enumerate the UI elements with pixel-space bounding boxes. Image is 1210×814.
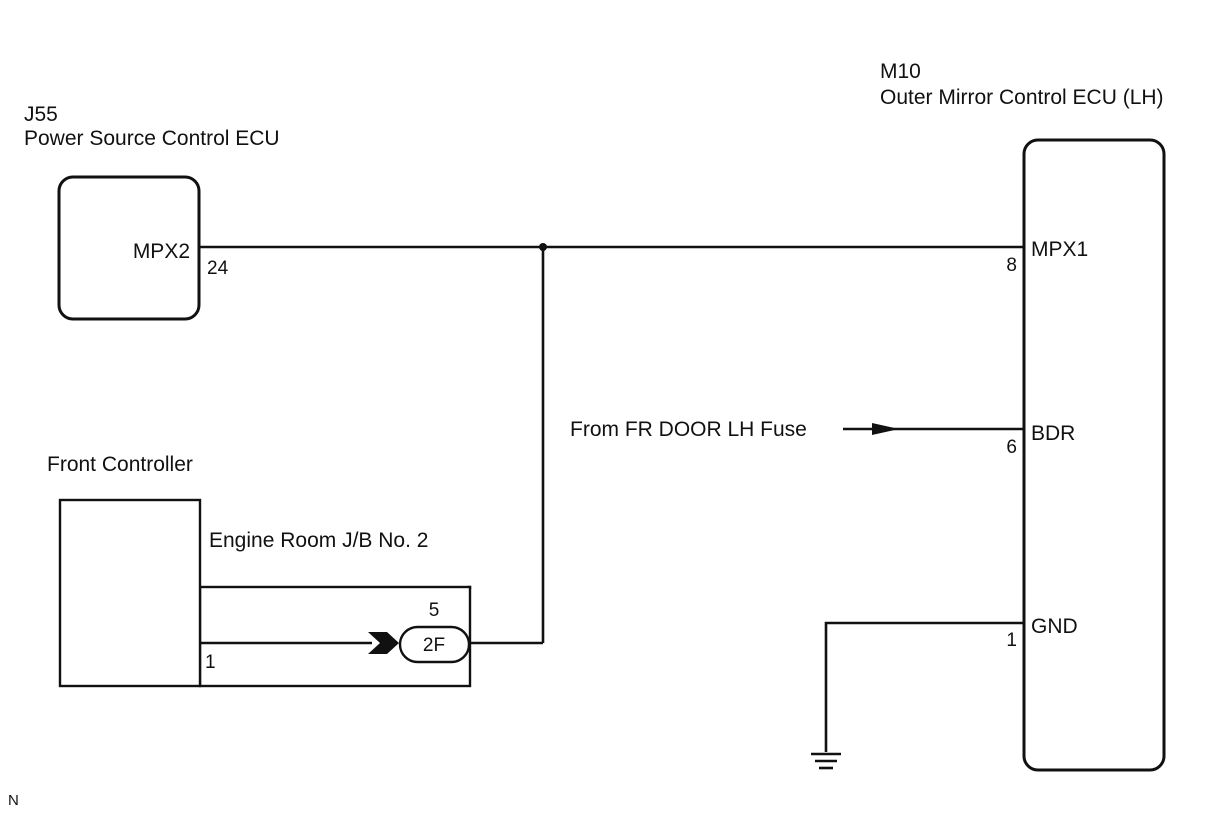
front-controller-name: Front Controller bbox=[47, 453, 193, 476]
j55-component: J55 Power Source Control ECU MPX2 24 bbox=[24, 103, 280, 321]
arrow-right-icon bbox=[872, 423, 899, 435]
j55-name: Power Source Control ECU bbox=[24, 127, 280, 150]
front-controller-box bbox=[58, 498, 202, 688]
j55-pin-24: 24 bbox=[207, 258, 229, 279]
m10-terminal-gnd: GND bbox=[1031, 615, 1078, 638]
m10-code: M10 bbox=[880, 60, 921, 83]
ground-icon bbox=[811, 752, 841, 770]
fuse-feed: From FR DOOR LH Fuse bbox=[570, 418, 1024, 441]
front-controller-pin-1: 1 bbox=[205, 652, 216, 673]
connector-arrow-icon bbox=[368, 632, 399, 654]
m10-component: M10 Outer Mirror Control ECU (LH) MPX1 8… bbox=[880, 60, 1166, 772]
connector-2f-pin-5: 5 bbox=[429, 600, 440, 621]
m10-pin-6: 6 bbox=[1006, 437, 1017, 458]
m10-ecu-box bbox=[1022, 138, 1166, 772]
connector-2f-oval bbox=[398, 625, 471, 664]
m10-terminal-mpx1: MPX1 bbox=[1031, 238, 1088, 261]
ground-circuit bbox=[811, 621, 1024, 770]
m10-pin-8: 8 bbox=[1006, 255, 1017, 276]
m10-terminal-bdr: BDR bbox=[1031, 422, 1075, 445]
fuse-source-label: From FR DOOR LH Fuse bbox=[570, 418, 807, 441]
gnd-wire bbox=[824, 621, 1024, 752]
junction-block-name: Engine Room J/B No. 2 bbox=[209, 529, 428, 552]
connector-2f-label: 2F bbox=[423, 635, 445, 656]
corner-mark: N bbox=[8, 792, 19, 809]
m10-name: Outer Mirror Control ECU (LH) bbox=[880, 86, 1164, 109]
j55-terminal-mpx2: MPX2 bbox=[133, 240, 190, 263]
front-controller-component: Front Controller Engine Room J/B No. 2 1… bbox=[47, 453, 472, 688]
m10-pin-1: 1 bbox=[1006, 630, 1017, 651]
j55-code: J55 bbox=[24, 103, 58, 126]
